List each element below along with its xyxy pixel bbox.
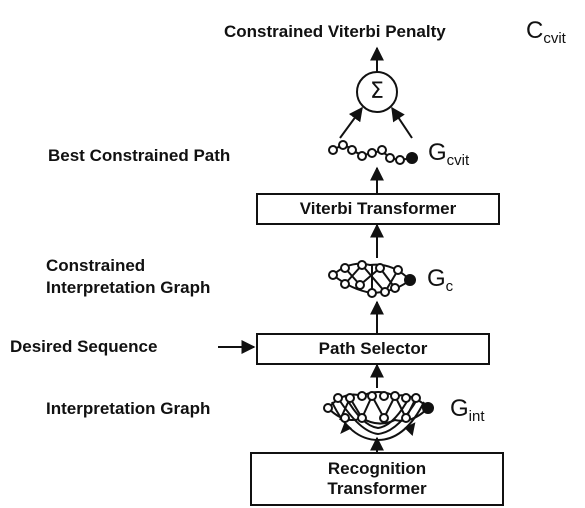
- penalty-symbol-letter: C: [526, 17, 544, 44]
- viterbi-transformer-box: Viterbi Transformer: [256, 193, 500, 225]
- interpretation-graph-symbol-letter: G: [450, 395, 469, 422]
- sum-node-glyph: Σ: [370, 79, 384, 104]
- constrained-graph-label-line1: Constrained: [46, 256, 146, 275]
- recognition-transformer-label-line1: Recognition: [327, 459, 427, 478]
- constrained-graph-icon: [328, 260, 416, 298]
- desired-sequence-label: Desired Sequence: [10, 337, 158, 356]
- interpretation-graph-label: Interpretation Graph: [46, 399, 211, 418]
- interpretation-graph-symbol: Gint: [450, 396, 485, 430]
- best-path-graph-icon: [328, 140, 418, 165]
- penalty-symbol-subscript: cvit: [543, 30, 566, 47]
- constrained-graph-symbol: Gc: [427, 266, 453, 300]
- arrow-path-end-to-sum: [391, 106, 413, 139]
- best-path-symbol-subscript: cvit: [446, 152, 470, 169]
- recognition-transformer-box: Recognition Transformer: [250, 452, 504, 506]
- constrained-graph-label-line2: Interpretation Graph: [46, 278, 211, 297]
- penalty-symbol: Ccvit: [526, 18, 566, 52]
- recognition-transformer-label-line2: Transformer: [327, 479, 427, 498]
- viterbi-transformer-label: Viterbi Transformer: [299, 199, 457, 218]
- best-path-symbol-letter: G: [428, 139, 447, 166]
- best-path-symbol: Gcvit: [428, 140, 469, 174]
- path-selector-label: Path Selector: [318, 339, 428, 358]
- constrained-graph-symbol-letter: G: [427, 265, 446, 292]
- arrow-path-start-to-sum: [339, 106, 363, 139]
- constrained-graph-symbol-subscript: c: [445, 278, 454, 295]
- path-selector-box: Path Selector: [256, 333, 490, 365]
- interpretation-graph-symbol-subscript: int: [468, 408, 485, 425]
- penalty-label: Constrained Viterbi Penalty: [224, 22, 446, 41]
- best-path-label: Best Constrained Path: [48, 146, 231, 165]
- interpretation-graph-icon: [323, 391, 434, 442]
- sum-node-circle: [356, 71, 398, 113]
